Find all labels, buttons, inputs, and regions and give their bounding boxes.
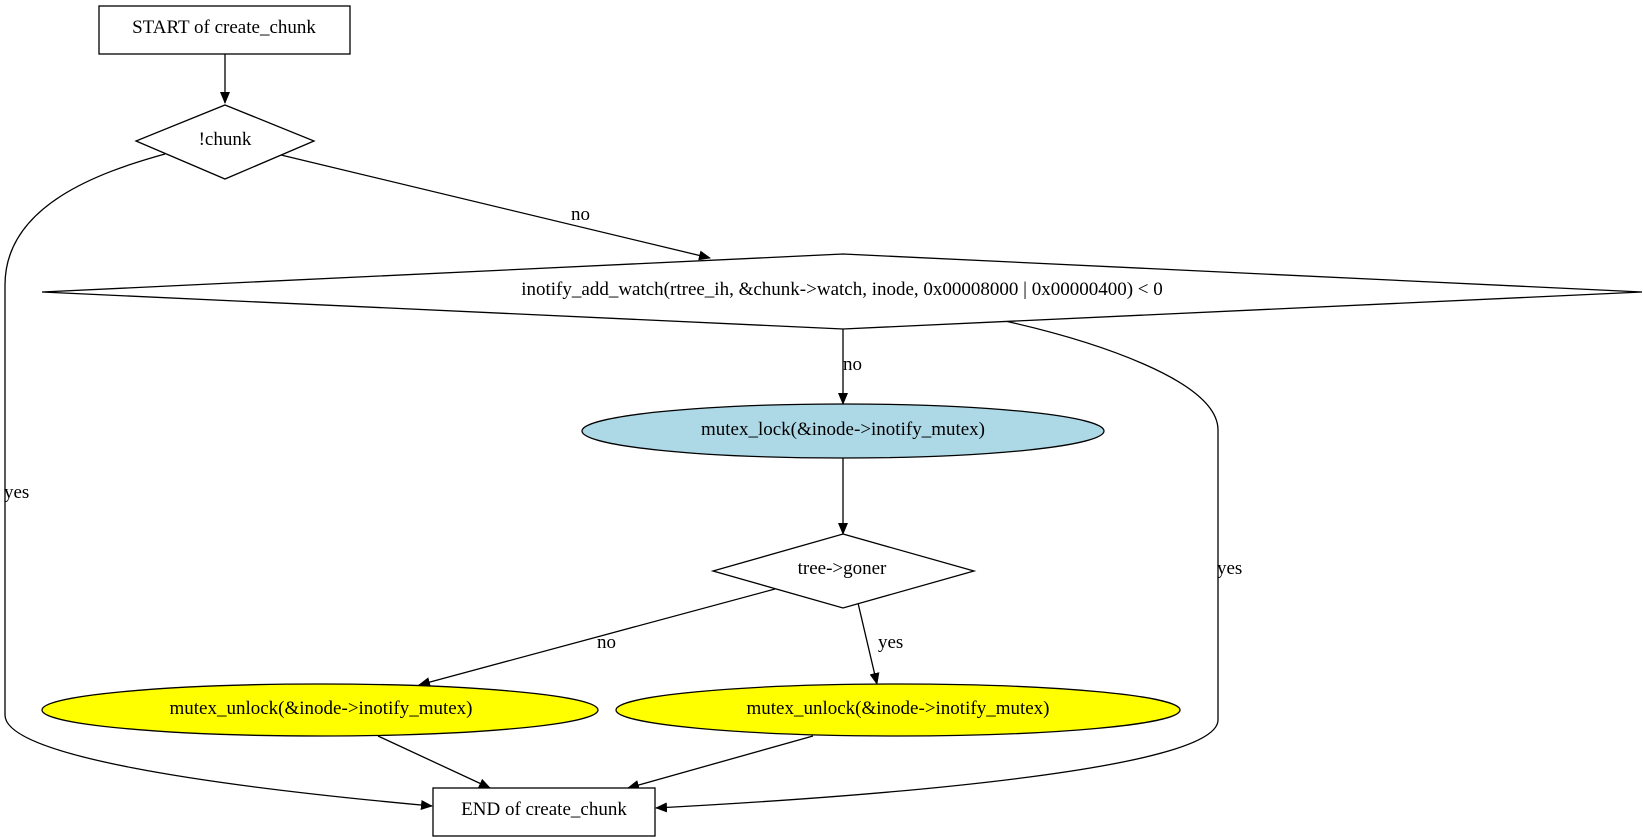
edge-goner-no <box>418 588 776 687</box>
node-check-chunk-label: !chunk <box>199 129 252 150</box>
node-check-chunk: !chunk <box>134 104 316 180</box>
node-check-goner: tree->goner <box>710 533 977 609</box>
node-check-goner-label: tree->goner <box>798 558 887 579</box>
edge-check-chunk-no <box>280 154 711 261</box>
edge-label-check-watch-no: no <box>843 354 862 375</box>
node-mutex-lock-label: mutex_lock(&inode->inotify_mutex) <box>701 419 985 440</box>
edge-unlock-left-to-end <box>377 735 491 789</box>
edge-check-watch-yes <box>655 320 1219 813</box>
node-end: END of create_chunk <box>432 787 656 837</box>
node-end-label: END of create_chunk <box>461 799 627 820</box>
node-mutex-unlock-left: mutex_unlock(&inode->inotify_mutex) <box>41 683 599 737</box>
node-start: START of create_chunk <box>98 5 351 55</box>
node-mutex-unlock-right: mutex_unlock(&inode->inotify_mutex) <box>615 683 1181 737</box>
edge-label-goner-yes: yes <box>878 632 903 653</box>
node-check-watch-label: inotify_add_watch(rtree_ih, &chunk->watc… <box>521 279 1163 300</box>
edge-label-goner-no: no <box>597 632 616 653</box>
node-start-label: START of create_chunk <box>132 17 316 38</box>
edge-label-check-watch-yes: yes <box>1217 558 1242 579</box>
edge-label-check-chunk-yes: yes <box>4 482 29 503</box>
edge-goner-yes <box>857 602 880 685</box>
node-mutex-lock: mutex_lock(&inode->inotify_mutex) <box>581 403 1105 459</box>
edge-check-chunk-yes <box>4 153 433 810</box>
node-mutex-unlock-left-label: mutex_unlock(&inode->inotify_mutex) <box>169 698 472 719</box>
edge-label-check-chunk-no: no <box>571 204 590 225</box>
node-check-watch: inotify_add_watch(rtree_ih, &chunk->watc… <box>41 253 1643 330</box>
edge-unlock-right-to-end <box>627 735 814 790</box>
node-mutex-unlock-right-label: mutex_unlock(&inode->inotify_mutex) <box>746 698 1049 719</box>
